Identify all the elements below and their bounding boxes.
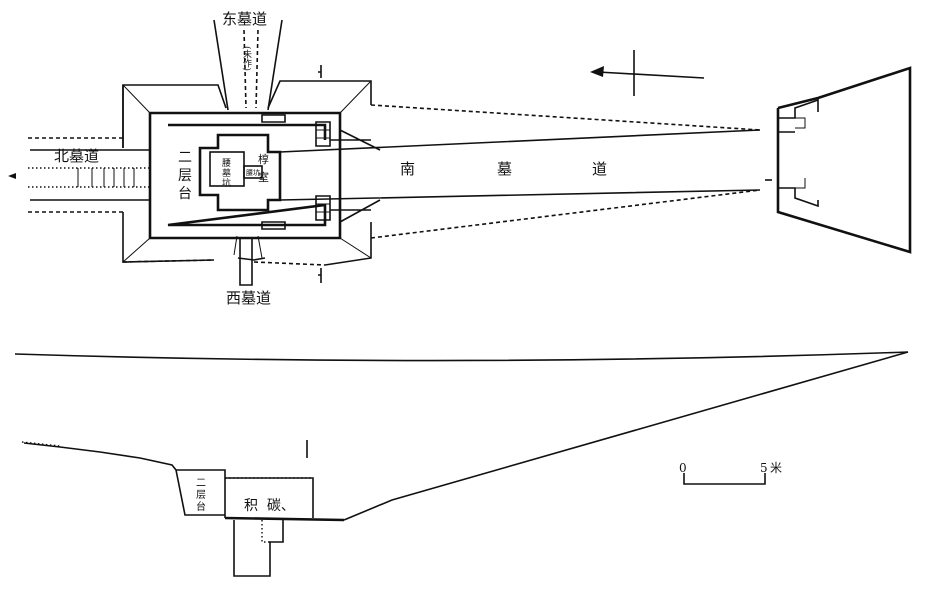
grave-pit-char-2: 墓 (222, 167, 231, 179)
scale-start: 0 (679, 461, 687, 475)
scale-unit: 米 (770, 461, 782, 475)
west-passage-label: 西墓道 (226, 289, 271, 307)
west-passage (239, 238, 253, 286)
fill-label: 积 碳、 (244, 498, 295, 514)
south-passage-char-1: 南 (400, 160, 415, 178)
south-passage (279, 129, 761, 223)
section-view: 二 层 台 积 碳、 (14, 351, 909, 577)
corner-lines (122, 80, 372, 263)
ramp-end (765, 66, 912, 254)
small-pit (243, 165, 263, 179)
section-tier-char-3: 台 (196, 500, 206, 513)
step-blocks (261, 114, 331, 230)
south-passage-char-3: 道 (592, 160, 607, 178)
north-passage-label: 北墓道 (54, 147, 99, 165)
grave-pit-char-1: 腰 (222, 158, 231, 169)
section-tier-char-2: 层 (196, 489, 206, 501)
grave-shaft (233, 520, 284, 577)
ramp-profile (343, 351, 909, 521)
scale-bar: 0 5 米 (679, 461, 782, 485)
north-passage (8, 137, 150, 213)
section-surface (23, 442, 225, 516)
outer-pit-dashed-edge (122, 104, 761, 266)
east-passage (213, 19, 283, 111)
chamber-char-2: 室 (258, 170, 269, 184)
second-tier-char-3: 台 (178, 186, 192, 202)
east-passage-label: 东墓道 (222, 10, 267, 28)
fill-floor (224, 516, 345, 522)
inner-wall (167, 123, 327, 227)
grave-pit-char-3: 坑 (222, 177, 231, 189)
north-arrow (590, 50, 705, 96)
small-pit-label: 腰坑 (246, 168, 260, 177)
second-tier-char-2: 层 (178, 168, 192, 184)
east-passage-note: (未作) (241, 46, 252, 71)
scale-end: 5 (760, 461, 768, 475)
second-tier-char-1: 二 (178, 150, 192, 166)
south-passage-char-2: 墓 (497, 160, 512, 178)
chamber-char-1: 椁 (258, 152, 269, 166)
plan-view: 东墓道 (未作) 北墓道 南 墓 道 西墓道 二 层 台 椁 室 腰 墓 坑 腰… (8, 10, 912, 307)
section-tier-char-1: 二 (196, 478, 206, 489)
ground-surface-line (14, 351, 909, 362)
